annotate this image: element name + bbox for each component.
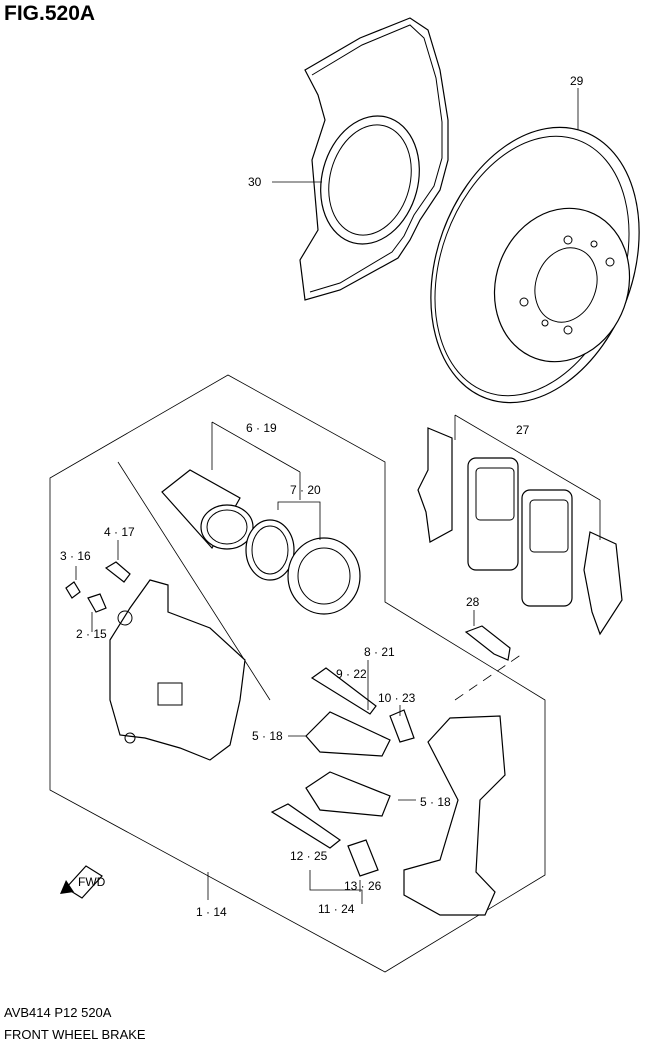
- dust-boot-part[interactable]: [287, 537, 361, 615]
- fwd-arrow-icon: FWD: [60, 865, 106, 899]
- callout-2-15: 2 · 15: [76, 627, 107, 641]
- guide-line-dashed: [454, 651, 526, 701]
- figure-code: AVB414 P12 520A: [4, 1005, 112, 1020]
- dust-shield-part[interactable]: [299, 17, 449, 301]
- callout-4-17: 4 · 17: [104, 525, 135, 539]
- figure-title: FIG.520A: [4, 2, 96, 25]
- callout-6-19: 6 · 19: [246, 421, 277, 435]
- brake-pad-set-part[interactable]: [417, 427, 623, 636]
- callout-1-14: 1 · 14: [196, 905, 227, 919]
- callout-5-18-lower: 5 · 18: [420, 795, 451, 809]
- figure-name: FRONT WHEEL BRAKE: [4, 1027, 146, 1042]
- mounting-bolt-part[interactable]: [464, 625, 511, 661]
- callout-30: 30: [248, 175, 262, 189]
- callout-9-22: 9 · 22: [336, 667, 367, 681]
- callout-27: 27: [516, 423, 530, 437]
- guide-pin-lower-part[interactable]: [270, 803, 342, 849]
- pin-boot-upper-part[interactable]: [389, 709, 415, 743]
- caliper-carrier-part[interactable]: [403, 715, 506, 916]
- callout-8-21: 8 · 21: [364, 645, 395, 659]
- callout-29: 29: [570, 74, 584, 88]
- callout-28: 28: [466, 595, 480, 609]
- bleeder-plug-part[interactable]: [87, 593, 107, 613]
- guide-pin-upper-part[interactable]: [310, 667, 377, 715]
- pad-clip-upper-part[interactable]: [305, 711, 391, 757]
- pin-boot-lower-part[interactable]: [347, 839, 379, 877]
- piston-part[interactable]: [161, 469, 254, 550]
- caliper-body-part[interactable]: [109, 579, 246, 761]
- callout-7-20: 7 · 20: [290, 483, 321, 497]
- callout-13-26: 13 · 26: [344, 879, 382, 893]
- fwd-arrow-label: FWD: [78, 875, 106, 889]
- piston-seal-part[interactable]: [245, 519, 295, 581]
- callout-11-24: 11 · 24: [318, 902, 355, 916]
- bleeder-cap-part[interactable]: [65, 581, 81, 599]
- pad-clip-lower-part[interactable]: [305, 771, 391, 817]
- assembly-boundary: [49, 374, 546, 973]
- callout-3-16: 3 · 16: [60, 549, 91, 563]
- brake-disc-part[interactable]: [394, 98, 658, 432]
- callout-12-25: 12 · 25: [290, 849, 328, 863]
- caliper-bolt-part[interactable]: [104, 561, 131, 583]
- callout-5-18-upper: 5 · 18: [252, 729, 283, 743]
- callout-10-23: 10 · 23: [378, 691, 416, 705]
